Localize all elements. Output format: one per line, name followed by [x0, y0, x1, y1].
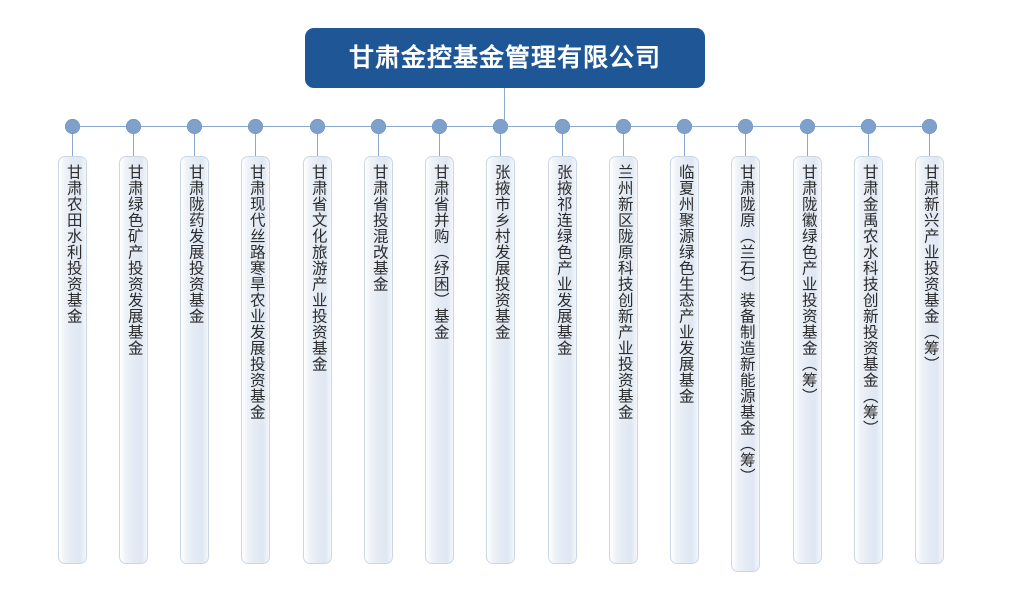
connector-dot [800, 119, 815, 134]
connector-dot [861, 119, 876, 134]
child-node-label: 甘肃陇徽绿色产业投资基金（筹） [799, 164, 817, 404]
connector-dot [922, 119, 937, 134]
connector-drop-line [378, 134, 379, 156]
connector-drop-line [133, 134, 134, 156]
child-node-label: 张掖市乡村发展投资基金 [492, 164, 510, 340]
child-node-label: 张掖祁连绿色产业发展基金 [554, 164, 572, 356]
child-node[interactable]: 甘肃农田水利投资基金 [58, 156, 87, 564]
child-node-label: 临夏州聚源绿色生态产业发展基金 [676, 164, 694, 404]
connector-dot [432, 119, 447, 134]
connector-drop-line [807, 134, 808, 156]
connector-drop-line [317, 134, 318, 156]
child-node[interactable]: 张掖祁连绿色产业发展基金 [548, 156, 577, 564]
connector-dot [371, 119, 386, 134]
child-node[interactable]: 甘肃省文化旅游产业投资基金 [303, 156, 332, 564]
child-node-label: 甘肃省文化旅游产业投资基金 [309, 164, 327, 372]
connector-drop-line [623, 134, 624, 156]
child-node[interactable]: 甘肃绿色矿产投资发展基金 [119, 156, 148, 564]
root-stem-connector [504, 88, 505, 126]
root-node[interactable]: 甘肃金控基金管理有限公司 [305, 28, 705, 88]
connector-drop-line [868, 134, 869, 156]
connector-dot [493, 119, 508, 134]
child-node-label: 甘肃陇药发展投资基金 [186, 164, 204, 324]
connector-dot [616, 119, 631, 134]
connector-drop-line [194, 134, 195, 156]
child-node[interactable]: 临夏州聚源绿色生态产业发展基金 [670, 156, 699, 564]
connector-drop-line [929, 134, 930, 156]
connector-dot [65, 119, 80, 134]
connector-dot [738, 119, 753, 134]
connector-drop-line [745, 134, 746, 156]
child-node-label: 甘肃现代丝路寒旱农业发展投资基金 [247, 164, 265, 420]
child-node[interactable]: 甘肃金禹农水科技创新投资基金（筹） [854, 156, 883, 564]
connector-dot [555, 119, 570, 134]
child-node-label: 甘肃陇原（兰石）装备制造新能源基金（筹） [737, 164, 755, 484]
child-node-label: 甘肃绿色矿产投资发展基金 [125, 164, 143, 356]
child-node[interactable]: 甘肃陇药发展投资基金 [180, 156, 209, 564]
child-node-label: 甘肃省投混改基金 [370, 164, 388, 292]
connector-drop-line [500, 134, 501, 156]
connector-drop-line [255, 134, 256, 156]
connector-drop-line [72, 134, 73, 156]
child-node-label: 甘肃省并购（纾困）基金 [431, 164, 449, 340]
child-node-label: 甘肃农田水利投资基金 [64, 164, 82, 324]
child-node[interactable]: 兰州新区陇原科技创新产业投资基金 [609, 156, 638, 564]
connector-drop-line [562, 134, 563, 156]
child-node-label: 兰州新区陇原科技创新产业投资基金 [615, 164, 633, 420]
child-node[interactable]: 甘肃现代丝路寒旱农业发展投资基金 [241, 156, 270, 564]
child-node[interactable]: 甘肃陇原（兰石）装备制造新能源基金（筹） [731, 156, 760, 572]
connector-dot [187, 119, 202, 134]
child-node-label: 甘肃金禹农水科技创新投资基金（筹） [860, 164, 878, 436]
connector-dot [248, 119, 263, 134]
connector-dot [677, 119, 692, 134]
child-node[interactable]: 甘肃省投混改基金 [364, 156, 393, 564]
child-node[interactable]: 张掖市乡村发展投资基金 [486, 156, 515, 564]
connector-drop-line [684, 134, 685, 156]
child-node[interactable]: 甘肃新兴产业投资基金（筹） [915, 156, 944, 564]
connector-dot [126, 119, 141, 134]
connector-dot [310, 119, 325, 134]
child-node-label: 甘肃新兴产业投资基金（筹） [921, 164, 939, 372]
connector-drop-line [439, 134, 440, 156]
root-node-label: 甘肃金控基金管理有限公司 [348, 43, 661, 72]
child-node[interactable]: 甘肃省并购（纾困）基金 [425, 156, 454, 564]
child-node[interactable]: 甘肃陇徽绿色产业投资基金（筹） [793, 156, 822, 564]
